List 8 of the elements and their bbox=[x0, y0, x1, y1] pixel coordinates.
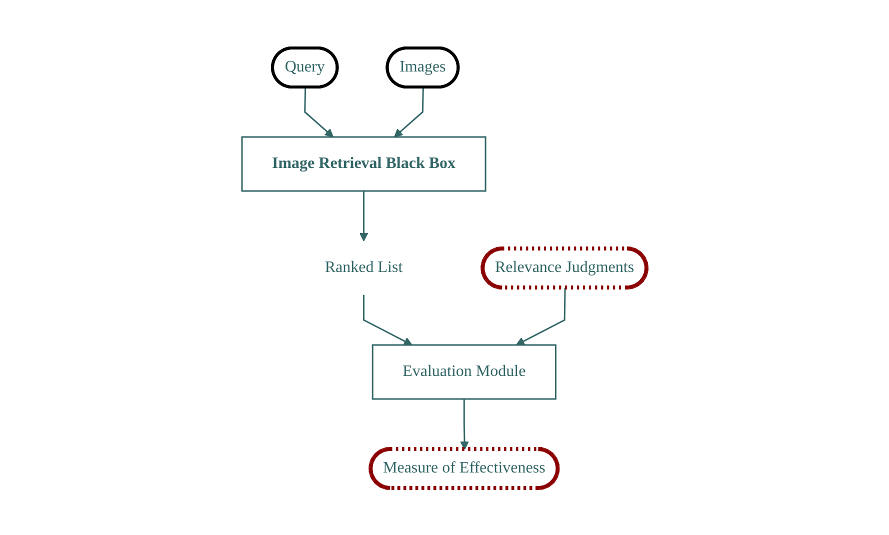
arrow bbox=[394, 86, 424, 137]
node-box: Evaluation Module bbox=[372, 344, 557, 400]
arrow bbox=[516, 287, 566, 345]
node-box: Image Retrieval Black Box bbox=[242, 136, 487, 192]
node-text: Ranked List bbox=[325, 258, 403, 276]
arrow bbox=[363, 294, 413, 345]
arrow bbox=[360, 190, 368, 241]
arrow bbox=[304, 86, 334, 137]
